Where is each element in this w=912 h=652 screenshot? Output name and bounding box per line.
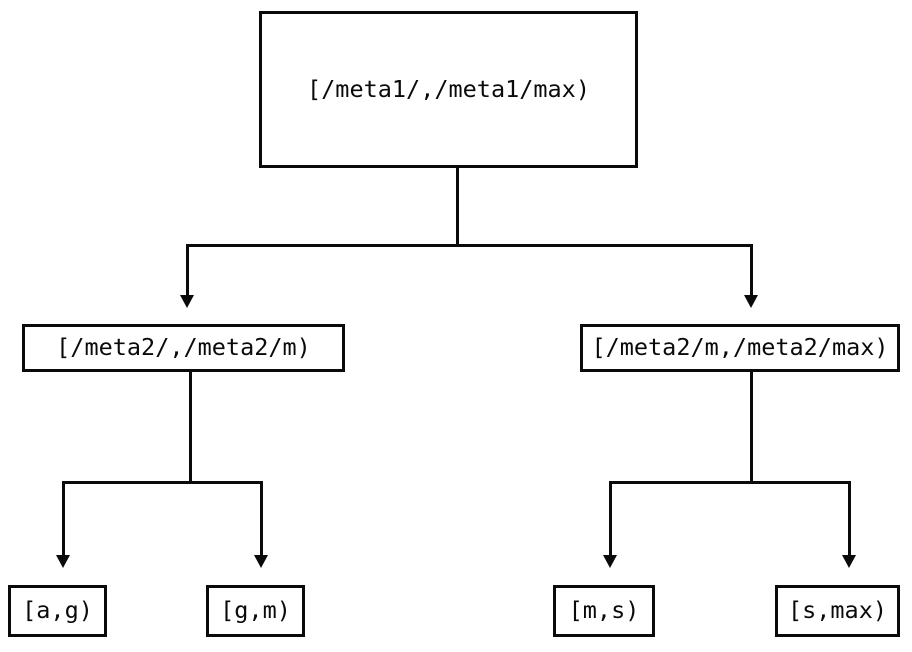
- node-leaf-a-g[interactable]: [a,g): [8, 585, 107, 637]
- arrowhead-root-to-meta2-high-icon: [744, 295, 758, 308]
- node-meta2-high-label: [/meta2/m,/meta2/max): [591, 333, 889, 362]
- edge-root-stem: [456, 168, 459, 247]
- node-leaf-m-s-label: [m,s): [568, 596, 640, 625]
- arrowhead-root-to-meta2-low-icon: [180, 295, 194, 308]
- node-leaf-a-g-label: [a,g): [22, 596, 93, 625]
- edge-root-to-meta2-low: [186, 244, 189, 296]
- node-leaf-g-m[interactable]: [g,m): [206, 585, 305, 637]
- edge-meta2-high-to-leaf-s-max: [848, 481, 851, 556]
- arrowhead-to-leaf-g-m-icon: [254, 555, 268, 568]
- edge-meta2-high-stem: [750, 372, 753, 484]
- node-root-label: [/meta1/,/meta1/max): [307, 74, 590, 103]
- edge-root-crossbar: [186, 244, 753, 247]
- node-meta2-high[interactable]: [/meta2/m,/meta2/max): [580, 324, 900, 372]
- node-leaf-g-m-label: [g,m): [220, 596, 291, 625]
- arrowhead-to-leaf-a-g-icon: [56, 555, 70, 568]
- edge-meta2-high-to-leaf-m-s: [609, 481, 612, 556]
- edge-meta2-low-to-leaf-g-m: [260, 481, 263, 556]
- edge-meta2-low-crossbar: [62, 481, 263, 484]
- arrowhead-to-leaf-m-s-icon: [603, 555, 617, 568]
- node-root[interactable]: [/meta1/,/meta1/max): [259, 11, 638, 168]
- edge-meta2-low-to-leaf-a-g: [62, 481, 65, 556]
- node-leaf-s-max-label: [s,max): [787, 596, 888, 625]
- node-meta2-low[interactable]: [/meta2/,/meta2/m): [22, 324, 345, 372]
- edge-meta2-low-stem: [189, 372, 192, 484]
- node-leaf-s-max[interactable]: [s,max): [775, 585, 900, 637]
- arrowhead-to-leaf-s-max-icon: [842, 555, 856, 568]
- node-meta2-low-label: [/meta2/,/meta2/m): [56, 333, 311, 362]
- node-leaf-m-s[interactable]: [m,s): [553, 585, 655, 637]
- edge-root-to-meta2-high: [750, 244, 753, 296]
- edge-meta2-high-crossbar: [609, 481, 851, 484]
